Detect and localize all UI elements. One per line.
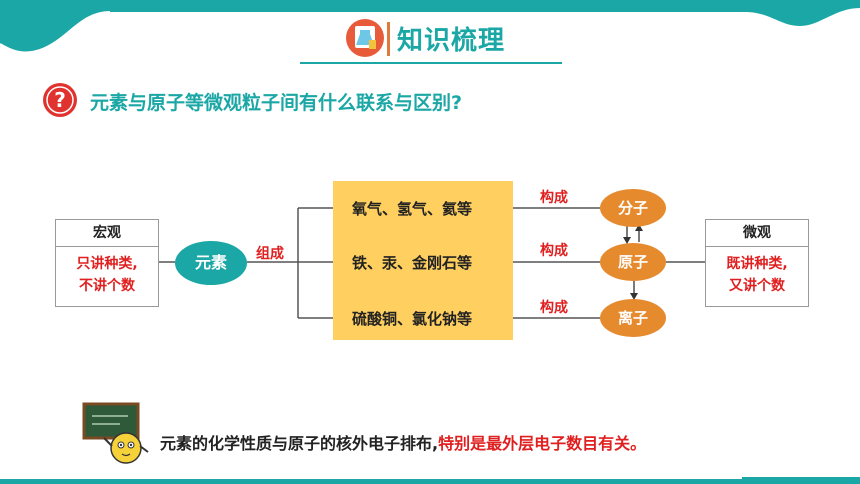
macro-box: 宏观 只讲种类, 不讲个数: [55, 219, 159, 307]
particle-ion: 离子: [600, 299, 666, 337]
substance-item: 铁、汞、金刚石等: [352, 254, 473, 272]
element-node: 元素: [175, 241, 247, 285]
title-underline: [300, 62, 562, 64]
bottom-statement: 元素的化学性质与原子的核外电子排布,特别是最外层电子数目有关。: [160, 430, 646, 454]
question-text: 元素与原子等微观粒子间有什么联系与区别?: [90, 92, 463, 114]
construct-label: 构成: [540, 243, 568, 259]
bottom-normal: 元素的化学性质与原子的核外电子排布,: [160, 434, 439, 453]
compose-label: 组成: [256, 246, 284, 262]
micro-body: 既讲种类, 又讲个数: [706, 247, 808, 297]
macro-line2: 不讲个数: [79, 278, 135, 294]
flask-icon: [346, 19, 384, 57]
footer-accent: [742, 477, 860, 484]
bottom-highlight: 特别是最外层电子数目有关。: [438, 434, 647, 453]
macro-body: 只讲种类, 不讲个数: [56, 247, 158, 297]
mascot-blackboard-illustration: [82, 402, 149, 464]
substance-item: 氧气、氢气、氦等: [352, 200, 473, 218]
header-wave-decoration: [0, 0, 860, 54]
micro-head: 微观: [706, 220, 808, 247]
particle-atom: 原子: [600, 243, 666, 281]
macro-head: 宏观: [56, 220, 158, 247]
micro-line2: 又讲个数: [729, 278, 785, 294]
construct-label: 构成: [540, 190, 568, 206]
micro-box: 微观 既讲种类, 又讲个数: [705, 219, 809, 307]
question-icon: ?: [43, 83, 77, 117]
substance-panel: [333, 181, 513, 340]
footer-bar: [0, 479, 860, 484]
title-divider: [387, 22, 390, 56]
particle-molecule: 分子: [600, 189, 666, 227]
construct-label: 构成: [540, 300, 568, 316]
macro-line1: 只讲种类,: [76, 256, 138, 272]
page-title: 知识梳理: [397, 26, 506, 56]
svg-text:?: ?: [54, 88, 66, 112]
micro-line1: 既讲种类,: [726, 256, 788, 272]
section-title: 知识梳理: [345, 18, 525, 62]
substance-item: 硫酸铜、氯化钠等: [352, 310, 473, 328]
